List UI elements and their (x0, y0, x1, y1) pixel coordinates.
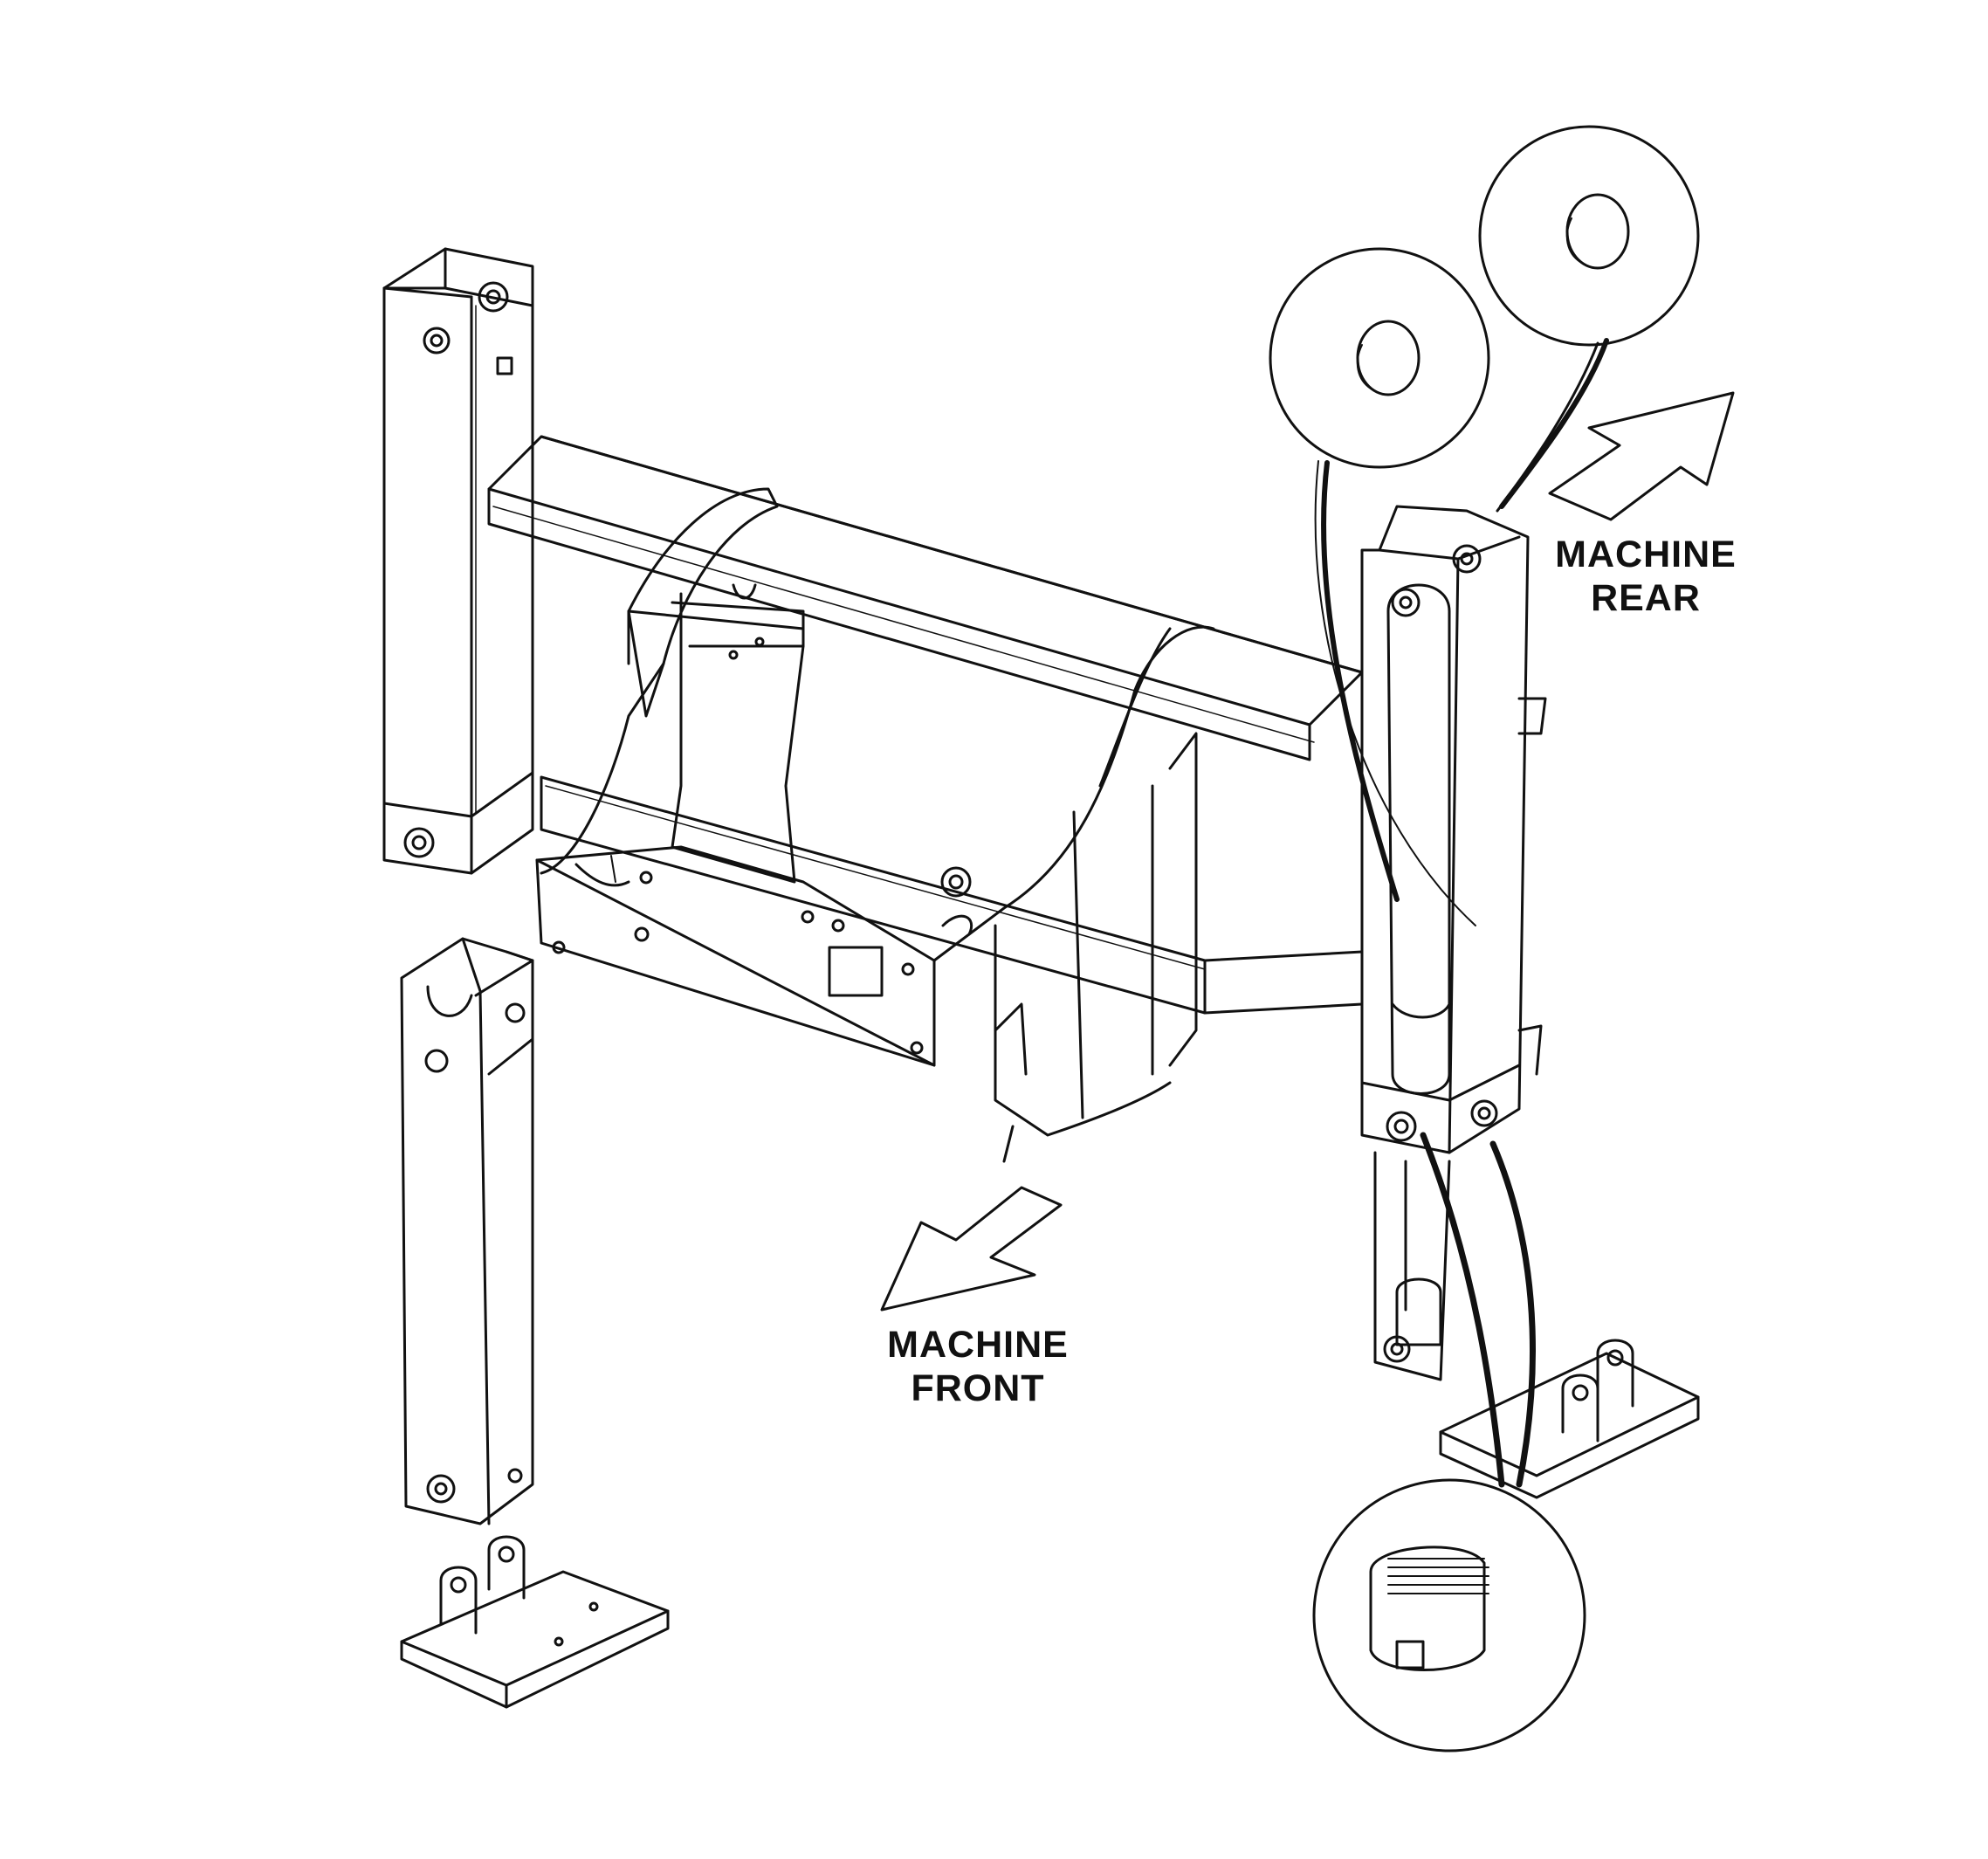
crossbeam (487, 435, 1364, 1015)
machine-front-label-line2: FRONT (911, 1367, 1045, 1409)
machine-rear-label-line1: MACHINE (1555, 534, 1737, 575)
machine-front-arrow (880, 1186, 1063, 1312)
center-yoke (535, 487, 936, 1067)
callout-threaded-plug (1312, 1132, 1586, 1752)
right-cradle (932, 625, 1215, 1163)
callout-plug-upper-right (1478, 125, 1700, 513)
left-foot-plate (400, 1535, 670, 1709)
callout-plug-upper-left (1269, 247, 1490, 926)
machine-rear-label: MACHINE REAR (1532, 533, 1759, 620)
right-upper-post (1360, 505, 1547, 1154)
machine-rear-arrow (1548, 391, 1735, 521)
left-lower-post (400, 937, 534, 1525)
right-lower-post (1373, 1151, 1451, 1381)
machine-front-label-line1: MACHINE (887, 1324, 1069, 1366)
machine-front-label: MACHINE FRONT (864, 1323, 1091, 1410)
left-upper-post (382, 247, 534, 875)
machine-rear-label-line2: REAR (1591, 577, 1701, 619)
right-foot-plate (1439, 1339, 1700, 1499)
